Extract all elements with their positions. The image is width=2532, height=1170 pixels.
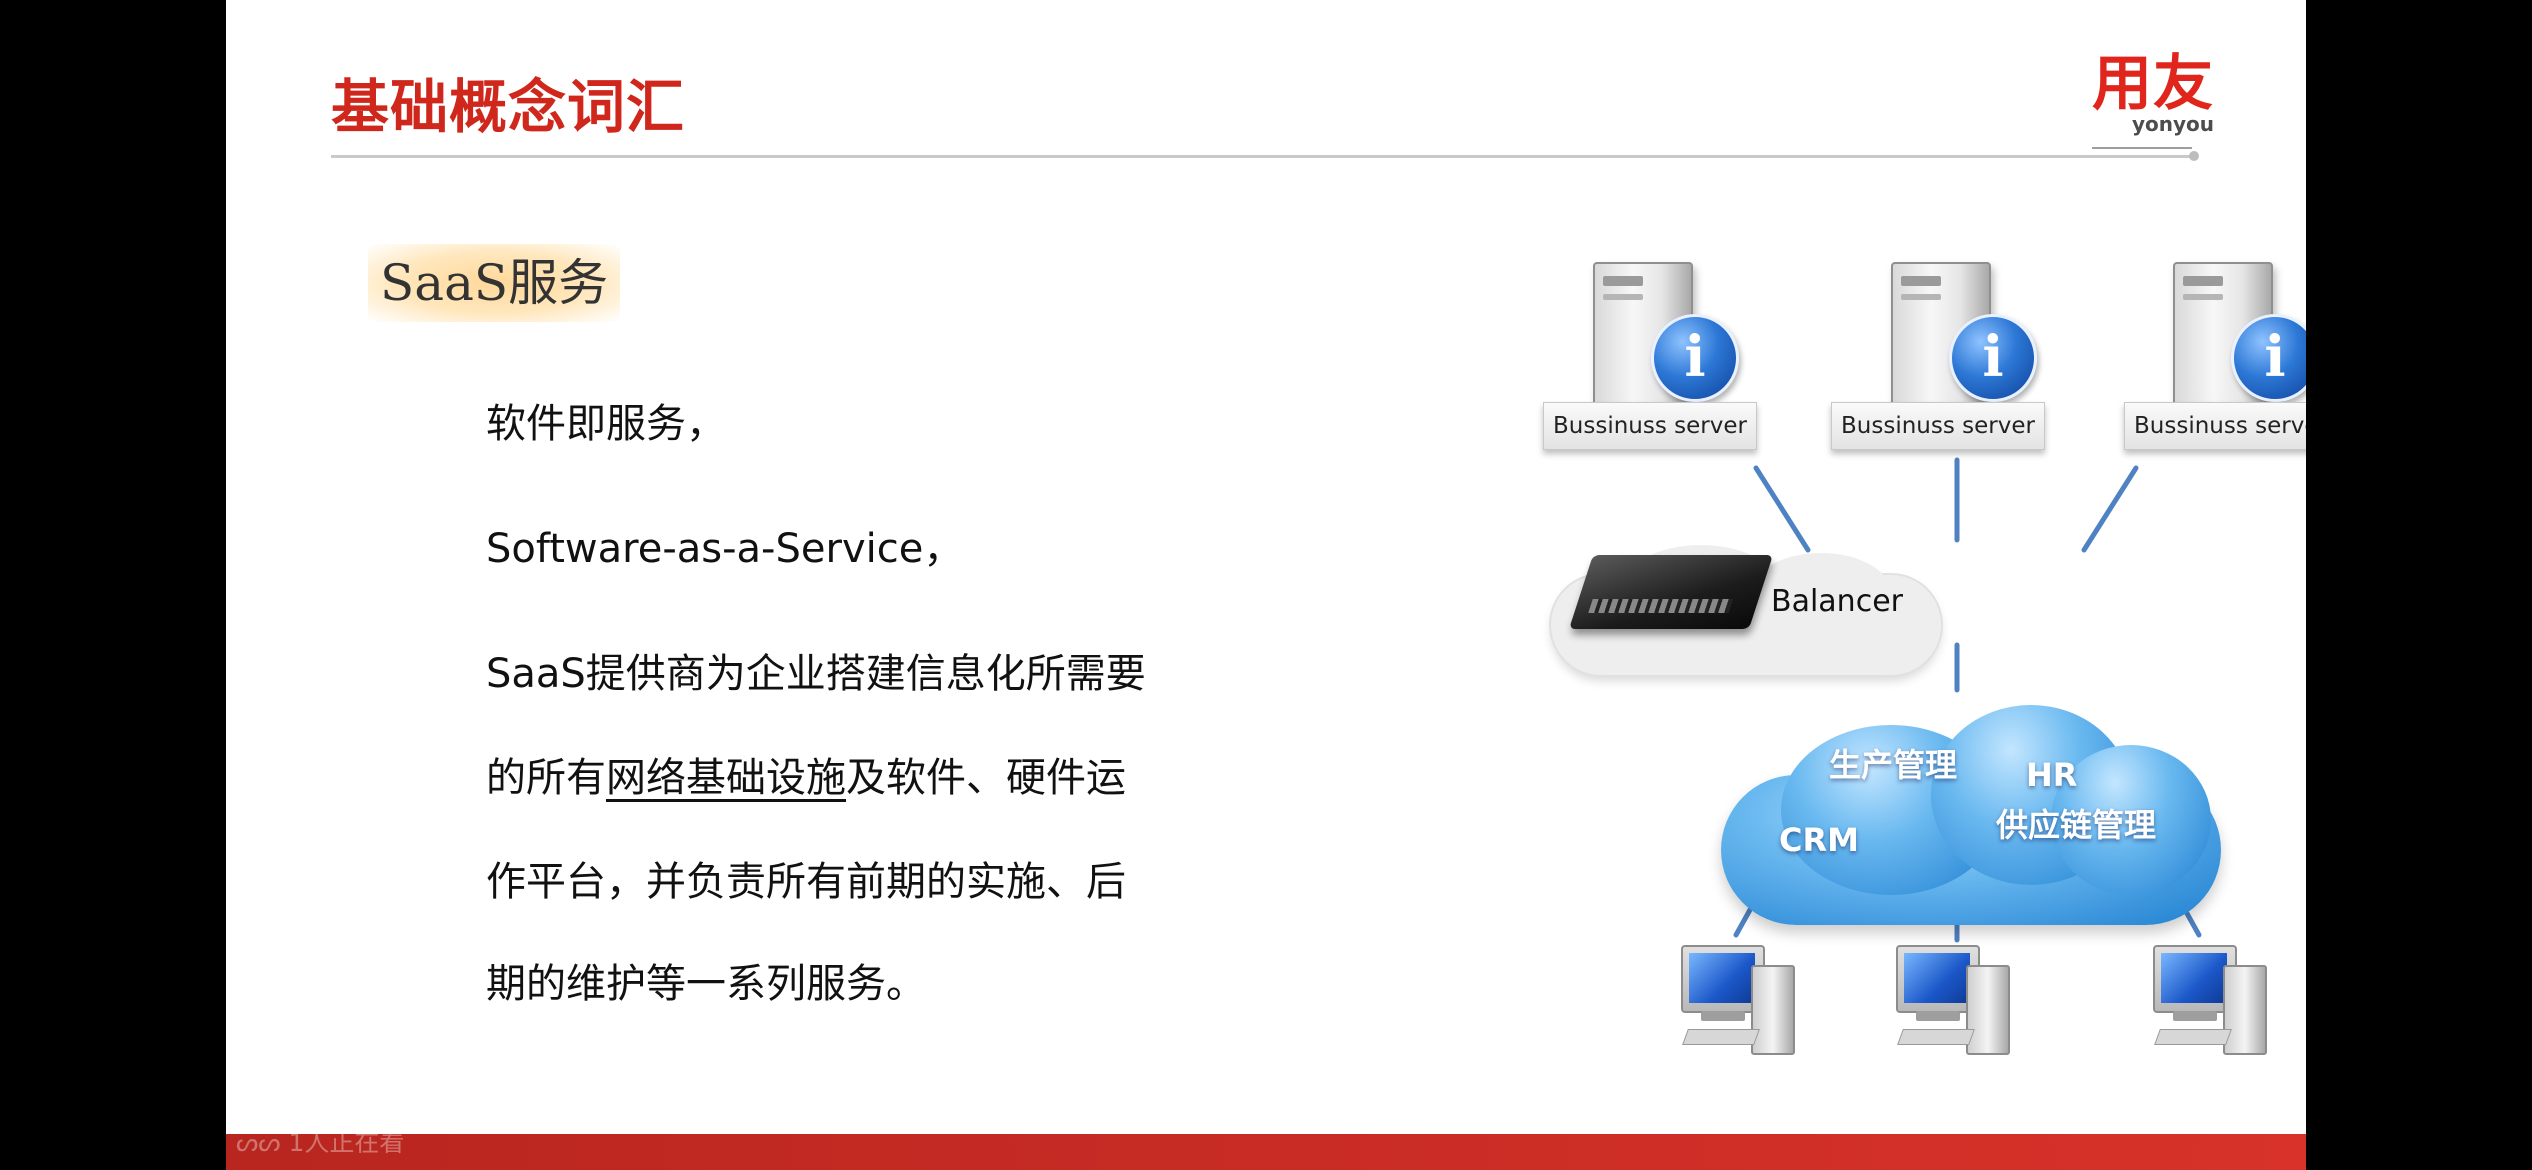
cloud-shape-part: [2051, 745, 2211, 895]
title-divider: [331, 155, 2191, 158]
viewers-icon: ᔕᔕ: [236, 1128, 289, 1157]
client-computer-1: [1681, 945, 1801, 1055]
pc-tower-icon: [1751, 965, 1795, 1055]
section-chip: SaaS服务: [368, 244, 621, 322]
paragraph-3-line-1: SaaS提供商为企业搭建信息化所需要: [486, 651, 1146, 697]
yonyou-logo-chinese: 用友: [2092, 49, 2214, 119]
keyboard-icon: [1897, 1029, 1975, 1045]
monitor-stand: [2173, 1011, 2217, 1021]
cloud-item-supply-chain: 供应链管理: [1996, 806, 2157, 844]
business-server-2: i: [1891, 262, 2041, 422]
slide-canvas: 基础概念词汇 用友 yonyou SaaS服务 软件即服务， Software-…: [226, 0, 2306, 1134]
client-computer-3: [2153, 945, 2273, 1055]
server-1-label: Bussinuss server: [1543, 402, 1757, 450]
paragraph-3-line-4: 期的维护等一系列服务。: [486, 961, 926, 1007]
viewer-count-text: 1人正在看: [288, 1128, 405, 1157]
p3-line2-after: 及软件、硬件运: [846, 755, 1126, 801]
monitor-icon: [1896, 945, 1980, 1013]
p3-line2-before: 的所有: [486, 755, 606, 801]
link-server-1: [1753, 465, 1811, 553]
server-3-label: Bussinuss server: [2124, 402, 2306, 450]
paragraph-3-line-3: 作平台，并负责所有前期的实施、后: [486, 859, 1126, 905]
paragraph-3-line-2: 的所有网络基础设施及软件、硬件运: [486, 750, 1126, 806]
pc-tower-icon: [1966, 965, 2010, 1055]
cloud-item-hr: HR: [2026, 756, 2078, 794]
business-server-1: i: [1593, 262, 1743, 422]
keyboard-icon: [2154, 1029, 2232, 1045]
business-server-3: i: [2173, 262, 2306, 422]
info-icon: i: [1651, 314, 1739, 402]
underlined-term: 网络基础设施: [606, 755, 846, 801]
keyboard-icon: [1682, 1029, 1760, 1045]
client-computer-2: [1896, 945, 2016, 1055]
network-switch-icon: [1568, 555, 1774, 629]
monitor-stand: [1701, 1011, 1745, 1021]
saas-services-cloud: 生产管理 HR CRM 供应链管理: [1721, 705, 2221, 925]
saas-architecture-diagram: i Bussinuss server i Bussinuss server i …: [1306, 230, 2306, 1060]
yonyou-logo-english: yonyou: [2132, 112, 2215, 136]
cloud-item-production: 生产管理: [1829, 746, 1958, 784]
logo-underline: [2092, 147, 2192, 149]
info-icon: i: [2231, 314, 2306, 402]
divider-end-dot: [2189, 151, 2199, 161]
server-2-label: Bussinuss server: [1831, 402, 2045, 450]
link-server-3: [2081, 465, 2139, 553]
cloud-item-crm: CRM: [1779, 821, 1859, 859]
paragraph-line-1: 软件即服务，: [486, 401, 726, 447]
pc-tower-icon: [2223, 965, 2267, 1055]
info-icon: i: [1949, 314, 2037, 402]
viewer-count: ᔕᔕ 1人正在看: [236, 1126, 404, 1160]
monitor-stand: [1916, 1011, 1960, 1021]
paragraph-line-2: Software-as-a-Service，: [486, 526, 964, 572]
section-label: SaaS服务: [380, 254, 609, 312]
slide-footer-bar: [226, 1134, 2306, 1170]
balancer-label: Balancer: [1771, 584, 1903, 619]
slide-title: 基础概念词汇: [331, 73, 686, 141]
